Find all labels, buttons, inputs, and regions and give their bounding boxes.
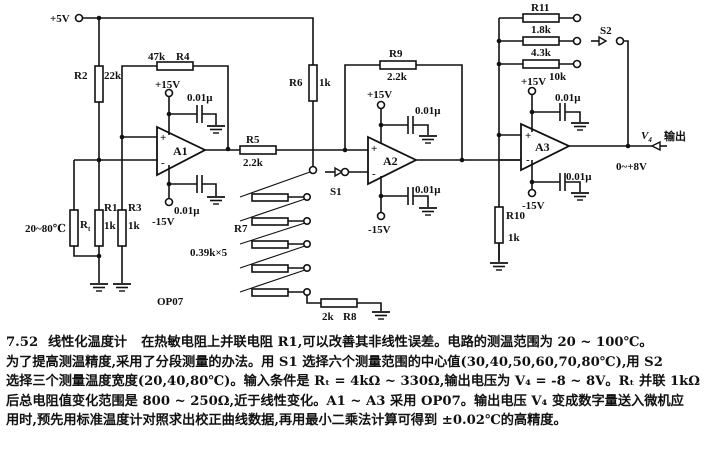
thermistor-rt (69, 209, 79, 247)
rt-range: 20~80℃ (25, 223, 66, 235)
output-arrow-icon (650, 140, 661, 152)
r10-value: 1k (508, 232, 521, 244)
a2-vplus15-label: +15V (367, 89, 392, 101)
r1-value: 1k (104, 220, 117, 232)
s2-terminal-2[interactable] (572, 36, 582, 46)
resistor-r5 (239, 145, 277, 155)
vplus5-terminal: +5V (50, 13, 84, 25)
opamp-a3 (520, 122, 572, 172)
caption-line-4: 后总电阻值变化范围是 800 ~ 250Ω,近于线性变化。A1 ~ A3 采用 … (6, 393, 684, 409)
a3-cap-bottom-value: 0.01μ (566, 171, 592, 183)
r11-name: R11 (531, 2, 549, 14)
r4-name: R4 (176, 51, 190, 63)
resistor-r11-c (522, 59, 560, 69)
s1-label: S1 (330, 186, 342, 198)
a1-label: A1 (173, 144, 188, 158)
a3-cap-top-value: 0.01μ (555, 92, 581, 104)
output-range: 0~+8V (616, 161, 647, 173)
resistor-r9 (379, 60, 417, 70)
a3-vplus15-label: +15V (521, 76, 546, 88)
caption-text-1: 在热敏电阻上并联电阻 R1,可以改善其非线性误差。电路的测温范围为 20 ~ 1… (141, 335, 653, 350)
output-text: 输出 (664, 129, 686, 143)
r2-name: R2 (74, 70, 88, 82)
r5-name: R5 (246, 134, 260, 146)
switch-s2[interactable] (615, 36, 625, 46)
r11-value-1: 1.8k (531, 24, 552, 36)
circuit-schematic: +5V R2 22k 47k R4 A1 + - +15V 0.01μ 0.01… (25, 2, 686, 323)
r9-value: 2.2k (387, 71, 408, 83)
switch-s1[interactable] (340, 167, 350, 177)
caption-line-2: 为了提高测温精度,采用了分段测量的办法。用 S1 选择六个测量范围的中心值(30… (6, 354, 663, 370)
a1-cap-top-value: 0.01μ (187, 92, 213, 104)
caption-line-1: 7.52 线性化温度计在热敏电阻上并联电阻 R1,可以改善其非线性误差。电路的测温… (6, 333, 706, 353)
r10-name: R10 (506, 210, 525, 222)
r11-value-3: 10k (549, 71, 567, 83)
r9-name: R9 (389, 48, 403, 60)
s2-terminal-3[interactable] (572, 59, 582, 69)
vplus5-label: +5V (50, 13, 70, 25)
r1-name: R1 (104, 202, 117, 214)
output-voltage-label: V4 (641, 130, 652, 144)
a3-plus-sign: + (525, 130, 531, 142)
a1-vplus15-label: +15V (155, 79, 180, 91)
a1-plus-sign: + (160, 132, 166, 144)
a2-plus-sign: + (371, 143, 377, 155)
r11-value-2: 4.3k (531, 47, 552, 59)
caption-line-5: 用时,预先用标准温度计对照求出校正曲线数据,再用最小二乘法计算可得到 ±0.02… (6, 413, 567, 428)
s1-arrow-icon (334, 166, 344, 178)
opamp-a2 (367, 135, 419, 186)
r3-name: R3 (128, 202, 142, 214)
a2-label: A2 (383, 154, 398, 168)
r7-name: R7 (234, 223, 248, 235)
resistor-r11-b (522, 36, 560, 46)
a3-minus-sign: - (526, 154, 530, 166)
a2-cap-top-value: 0.01μ (415, 105, 441, 117)
a2-minus-sign: - (372, 168, 376, 180)
figure-caption: 7.52 线性化温度计在热敏电阻上并联电阻 R1,可以改善其非线性误差。电路的测温… (6, 333, 706, 431)
resistor-r8 (320, 298, 358, 308)
r7-value: 0.39k×5 (190, 247, 228, 259)
rt-name: Rt (80, 219, 91, 233)
s2-arrow-icon (598, 35, 608, 47)
resistor-r4 (156, 61, 194, 71)
s2-terminal-1[interactable] (572, 13, 582, 23)
r8-name: R8 (343, 311, 357, 323)
a2-vminus15-label: -15V (368, 224, 391, 236)
r6-name: R6 (289, 77, 303, 89)
a1-vminus15-label: -15V (152, 216, 175, 228)
caption-title: 线性化温度计 (48, 335, 128, 350)
r4-value: 47k (148, 51, 166, 63)
resistor-r2 (94, 65, 104, 103)
caption-line-3: 选择三个测量温度宽度(20,40,80℃)。输入条件是 Rₜ = 4kΩ ~ 3… (6, 374, 701, 389)
opamp-type-label: OP07 (157, 296, 184, 308)
resistor-r11-a (522, 13, 560, 23)
caption-number: 7.52 (6, 335, 39, 350)
a1-minus-sign: - (161, 157, 165, 169)
r8-value: 2k (322, 311, 335, 323)
resistor-r10 (494, 206, 504, 244)
r3-value: 1k (128, 220, 141, 232)
resistor-r1 (94, 209, 104, 247)
opamp-a1 (156, 125, 208, 177)
a3-vminus15-label: -15V (522, 200, 545, 212)
r6-value: 1k (319, 77, 332, 89)
a2-cap-bottom-value: 0.01μ (415, 184, 441, 196)
resistor-r6 (308, 64, 318, 102)
a3-label: A3 (535, 140, 550, 154)
a1-cap-bottom-value: 0.01μ (174, 205, 200, 217)
r7-ladder (239, 171, 311, 297)
resistor-r3 (117, 209, 127, 247)
s2-label: S2 (600, 25, 612, 37)
r5-value: 2.2k (243, 157, 264, 169)
r2-value: 22k (104, 70, 122, 82)
